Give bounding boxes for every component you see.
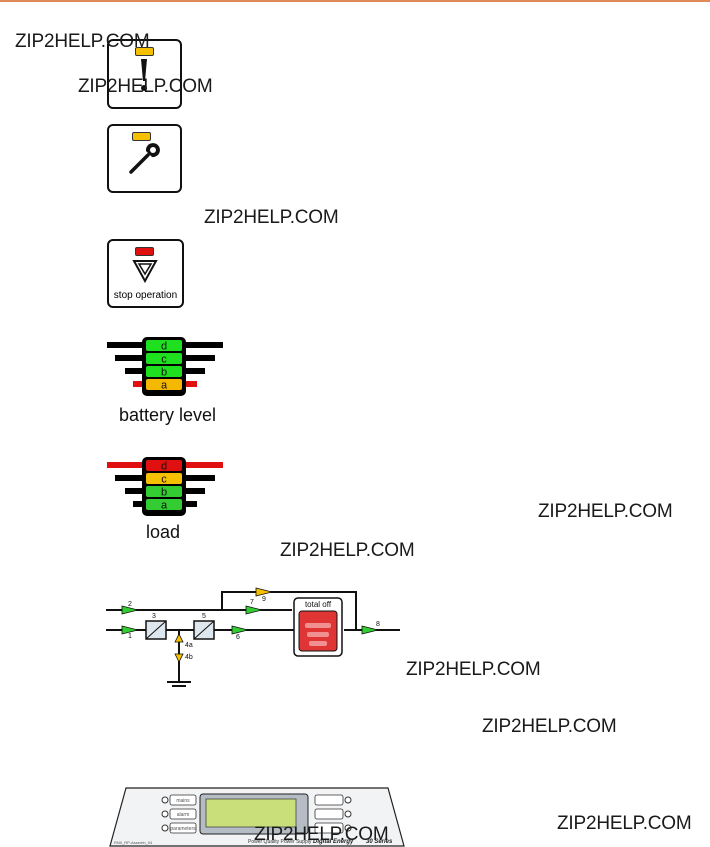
watermark: ZIP2HELP.COM bbox=[15, 31, 150, 52]
yellow-led-icon bbox=[132, 132, 151, 141]
node-label: 7 bbox=[250, 599, 254, 606]
node-label: 9 bbox=[262, 596, 266, 603]
watermark: ZIP2HELP.COM bbox=[538, 501, 673, 522]
node-label: 5 bbox=[202, 613, 206, 620]
battery-arrow-icon bbox=[174, 633, 184, 643]
total-off-button-icon bbox=[298, 610, 338, 652]
figure-code: RN0_RP-Assemb_04 bbox=[114, 840, 153, 845]
panel-button-label: mains bbox=[176, 798, 190, 804]
exclamation-icon bbox=[141, 59, 147, 91]
led-icon bbox=[161, 824, 169, 832]
led-icon bbox=[344, 824, 352, 832]
led-icon bbox=[344, 796, 352, 804]
node-label: 1 bbox=[128, 633, 132, 640]
panel-button-label: alarm bbox=[177, 812, 190, 818]
stop-operation-indicator: stop operation bbox=[107, 239, 184, 308]
panel-button-alarm[interactable] bbox=[169, 808, 197, 820]
panel-button-right[interactable] bbox=[314, 822, 344, 834]
service-indicator bbox=[107, 124, 182, 193]
lcd-screen bbox=[205, 798, 297, 828]
watermark: ZIP2HELP.COM bbox=[557, 813, 692, 834]
flow-arrow-icon bbox=[121, 625, 139, 635]
panel-button-label: parameters bbox=[170, 826, 196, 832]
flow-arrow-icon bbox=[361, 625, 379, 635]
led-icon bbox=[161, 810, 169, 818]
load-level-graph: d c b a bbox=[107, 457, 223, 516]
red-led-icon bbox=[135, 247, 154, 256]
load-caption: load bbox=[146, 522, 181, 542]
watermark: ZIP2HELP.COM bbox=[254, 824, 389, 845]
watermark: ZIP2HELP.COM bbox=[406, 659, 541, 680]
led-icon bbox=[161, 796, 169, 804]
load-seg-label: a bbox=[161, 500, 168, 512]
load-seg-label: c bbox=[161, 474, 167, 486]
load-seg-label: d bbox=[161, 461, 167, 473]
stop-triangle-icon bbox=[132, 260, 158, 283]
node-label: 3 bbox=[152, 613, 156, 620]
panel-button-mains[interactable] bbox=[169, 794, 197, 806]
node-label: 4b bbox=[185, 654, 193, 661]
flow-arrow-icon bbox=[255, 587, 273, 597]
watermark: ZIP2HELP.COM bbox=[280, 540, 415, 561]
battery-seg-label: c bbox=[161, 354, 167, 366]
panel-brand-text: Power Quality Power Supply bbox=[248, 839, 312, 845]
node-label: 8 bbox=[376, 621, 380, 628]
panel-brand-model: Digital Energy bbox=[313, 839, 354, 845]
battery-level-graph: d c b a bbox=[107, 337, 223, 396]
top-rule bbox=[0, 0, 710, 2]
flow-arrow-icon bbox=[231, 625, 249, 635]
watermark: ZIP2HELP.COM bbox=[204, 207, 339, 228]
battery-seg-label: d bbox=[161, 341, 167, 353]
wrench-icon bbox=[129, 143, 160, 174]
stop-operation-label: stop operation bbox=[113, 290, 178, 301]
node-label: 4a bbox=[185, 642, 193, 649]
node-label: 2 bbox=[128, 601, 132, 608]
battery-seg-label: a bbox=[161, 380, 168, 392]
battery-seg-label: b bbox=[161, 367, 167, 379]
battery-arrow-icon bbox=[174, 653, 184, 663]
watermark: ZIP2HELP.COM bbox=[78, 76, 213, 97]
panel-series-text: 30 Series bbox=[366, 839, 393, 845]
flow-arrow-icon bbox=[245, 605, 263, 615]
node-label: 6 bbox=[236, 634, 240, 641]
total-off-label: total off bbox=[305, 600, 332, 609]
battery-level-caption: battery level bbox=[119, 405, 217, 425]
panel-button-right[interactable] bbox=[314, 794, 344, 806]
panel-button-right[interactable] bbox=[314, 808, 344, 820]
flow-arrow-icon bbox=[121, 605, 139, 615]
panel-button-parameters[interactable] bbox=[169, 822, 197, 834]
ups-mimic-diagram: total off 1 2 3 4a 4b 5 6 7 8 9 bbox=[106, 587, 400, 687]
alarm-indicator bbox=[107, 39, 182, 109]
led-icon bbox=[344, 810, 352, 818]
load-seg-label: b bbox=[161, 487, 167, 499]
front-panel-illustration: mains alarm parameters Power Quality Pow… bbox=[109, 787, 405, 847]
yellow-led-icon bbox=[135, 47, 154, 56]
watermark: ZIP2HELP.COM bbox=[482, 716, 617, 737]
